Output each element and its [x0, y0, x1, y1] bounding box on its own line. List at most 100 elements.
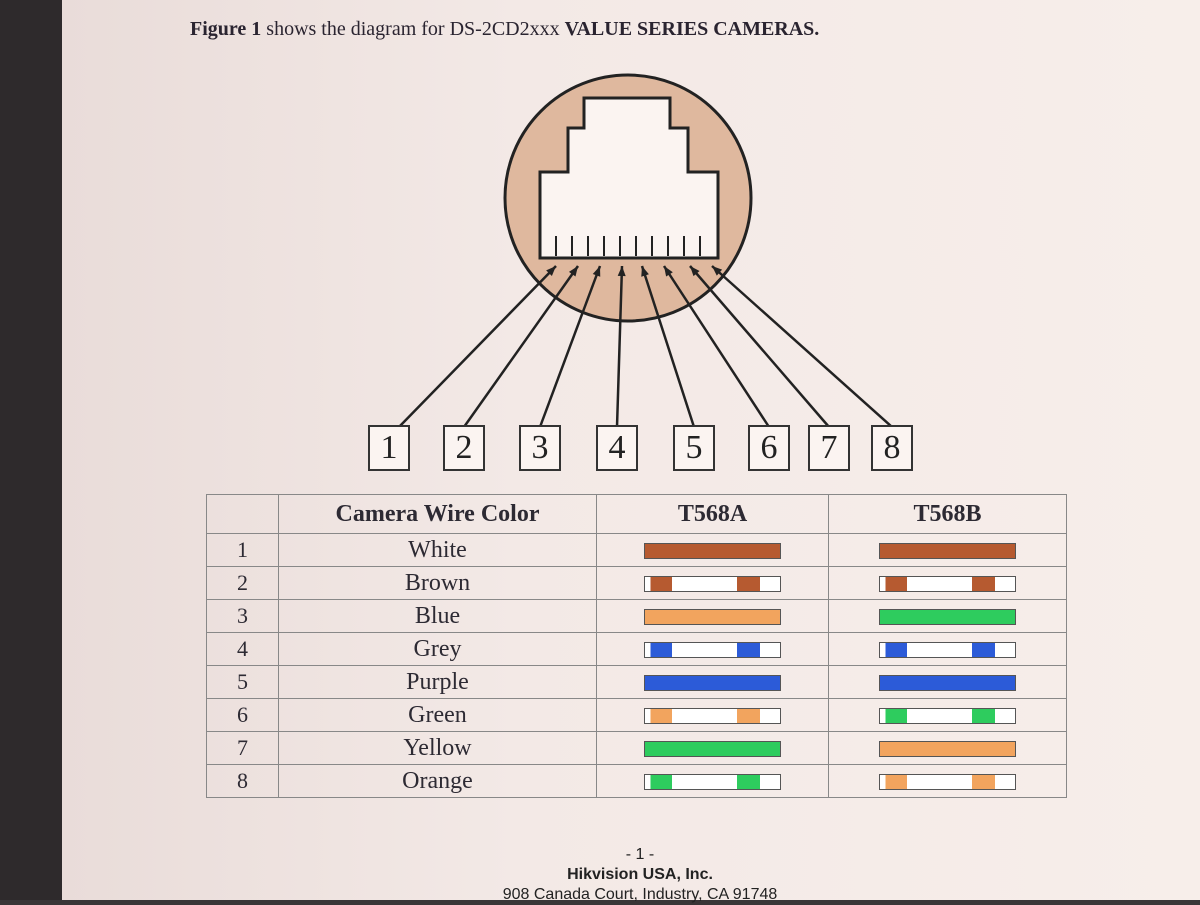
solid-wire-swatch [644, 542, 781, 559]
pin-number-box: 5 [673, 425, 715, 471]
t568b-cell [828, 599, 1067, 633]
solid-wire-swatch [879, 740, 1016, 757]
rj45-jack-outline [538, 96, 720, 260]
company-name: Hikvision USA, Inc. [567, 866, 713, 883]
striped-wire-swatch [644, 575, 781, 592]
camera-wire-color-cell: Yellow [278, 731, 597, 765]
t568b-cell [828, 632, 1067, 666]
arrowhead [568, 266, 578, 277]
camera-wire-color-cell: Grey [278, 632, 597, 666]
pin-cell: 2 [206, 566, 279, 600]
arrowhead [690, 266, 700, 277]
striped-wire-swatch [879, 707, 1016, 724]
pin-number-label: 7 [820, 429, 838, 466]
pin-cell: 7 [206, 731, 279, 765]
table-header-row: Camera Wire Color T568A T568B [206, 494, 1067, 534]
striped-wire-swatch [644, 707, 781, 724]
striped-wire-swatch [644, 773, 781, 790]
page-footer: - 1 - Hikvision USA, Inc. 908 Canada Cou… [440, 845, 840, 905]
striped-wire-swatch [879, 575, 1016, 592]
pin-number-label: 5 [685, 429, 703, 466]
pin-lead-line [689, 265, 830, 428]
pin-cell: 5 [206, 665, 279, 699]
pin-number-box: 4 [596, 425, 638, 471]
pin-number-box: 1 [368, 425, 410, 471]
pin-number-label: 1 [380, 429, 398, 466]
pin-lead-line [538, 265, 602, 428]
t568a-cell [596, 764, 829, 798]
t568b-cell [828, 566, 1067, 600]
t568a-cell [596, 533, 829, 567]
t568b-cell [828, 764, 1067, 798]
pin-cell: 1 [206, 533, 279, 567]
pin-lead-line [662, 265, 771, 428]
t568b-cell [828, 698, 1067, 732]
pin-lead-line [711, 265, 893, 428]
camera-wire-color-cell: Orange [278, 764, 597, 798]
solid-wire-swatch [879, 542, 1016, 559]
arrowhead [546, 266, 556, 276]
page-header: Figure 1 shows the diagram for DS-2CD2xx… [190, 18, 819, 41]
camera-wire-color-cell: White [278, 533, 597, 567]
camera-wire-color-cell: Green [278, 698, 597, 732]
solid-wire-swatch [644, 740, 781, 757]
header-t568b: T568B [828, 494, 1067, 534]
pin-number-box: 7 [808, 425, 850, 471]
pin-lead-line [615, 265, 624, 428]
t568a-cell [596, 698, 829, 732]
arrowhead [664, 266, 673, 277]
pin-cell: 4 [206, 632, 279, 666]
t568a-cell [596, 632, 829, 666]
t568b-cell [828, 533, 1067, 567]
pin-number-box: 2 [443, 425, 485, 471]
company-address: 908 Canada Court, Industry, CA 91748 [502, 886, 778, 903]
header-t568a: T568A [596, 494, 829, 534]
pin-lead-line [640, 265, 696, 428]
pin-number-label: 6 [760, 429, 778, 466]
pin-number-label: 3 [531, 429, 549, 466]
pin-number-box: 3 [519, 425, 561, 471]
camera-wire-color-cell: Brown [278, 566, 597, 600]
figure-label: Figure 1 [190, 18, 262, 40]
pin-lead-lines [398, 265, 893, 428]
page-number: - 1 - [625, 846, 655, 863]
pin-lead-line [462, 265, 580, 428]
header-camera-wire-color: Camera Wire Color [278, 494, 597, 534]
jack-contacts [555, 236, 701, 256]
t568b-cell [828, 731, 1067, 765]
pin-number-label: 8 [883, 429, 901, 466]
arrowhead [712, 266, 723, 276]
pin-number-label: 4 [608, 429, 626, 466]
pin-number-label: 2 [455, 429, 473, 466]
camera-wire-color-cell: Purple [278, 665, 597, 699]
striped-wire-swatch [879, 773, 1016, 790]
t568a-cell [596, 566, 829, 600]
arrowhead [641, 266, 649, 277]
t568a-cell [596, 665, 829, 699]
pin-number-box: 8 [871, 425, 913, 471]
header-pin [206, 494, 279, 534]
t568a-cell [596, 599, 829, 633]
pin-number-box: 6 [748, 425, 790, 471]
striped-wire-swatch [879, 641, 1016, 658]
t568b-cell [828, 665, 1067, 699]
arrowhead [592, 266, 601, 277]
pin-lead-line [398, 265, 557, 428]
header-text: shows the diagram for DS-2CD2xxx [261, 18, 565, 40]
pin-cell: 6 [206, 698, 279, 732]
striped-wire-swatch [644, 641, 781, 658]
pin-cell: 3 [206, 599, 279, 633]
pin-cell: 8 [206, 764, 279, 798]
solid-wire-swatch [644, 674, 781, 691]
solid-wire-swatch [879, 608, 1016, 625]
t568a-cell [596, 731, 829, 765]
